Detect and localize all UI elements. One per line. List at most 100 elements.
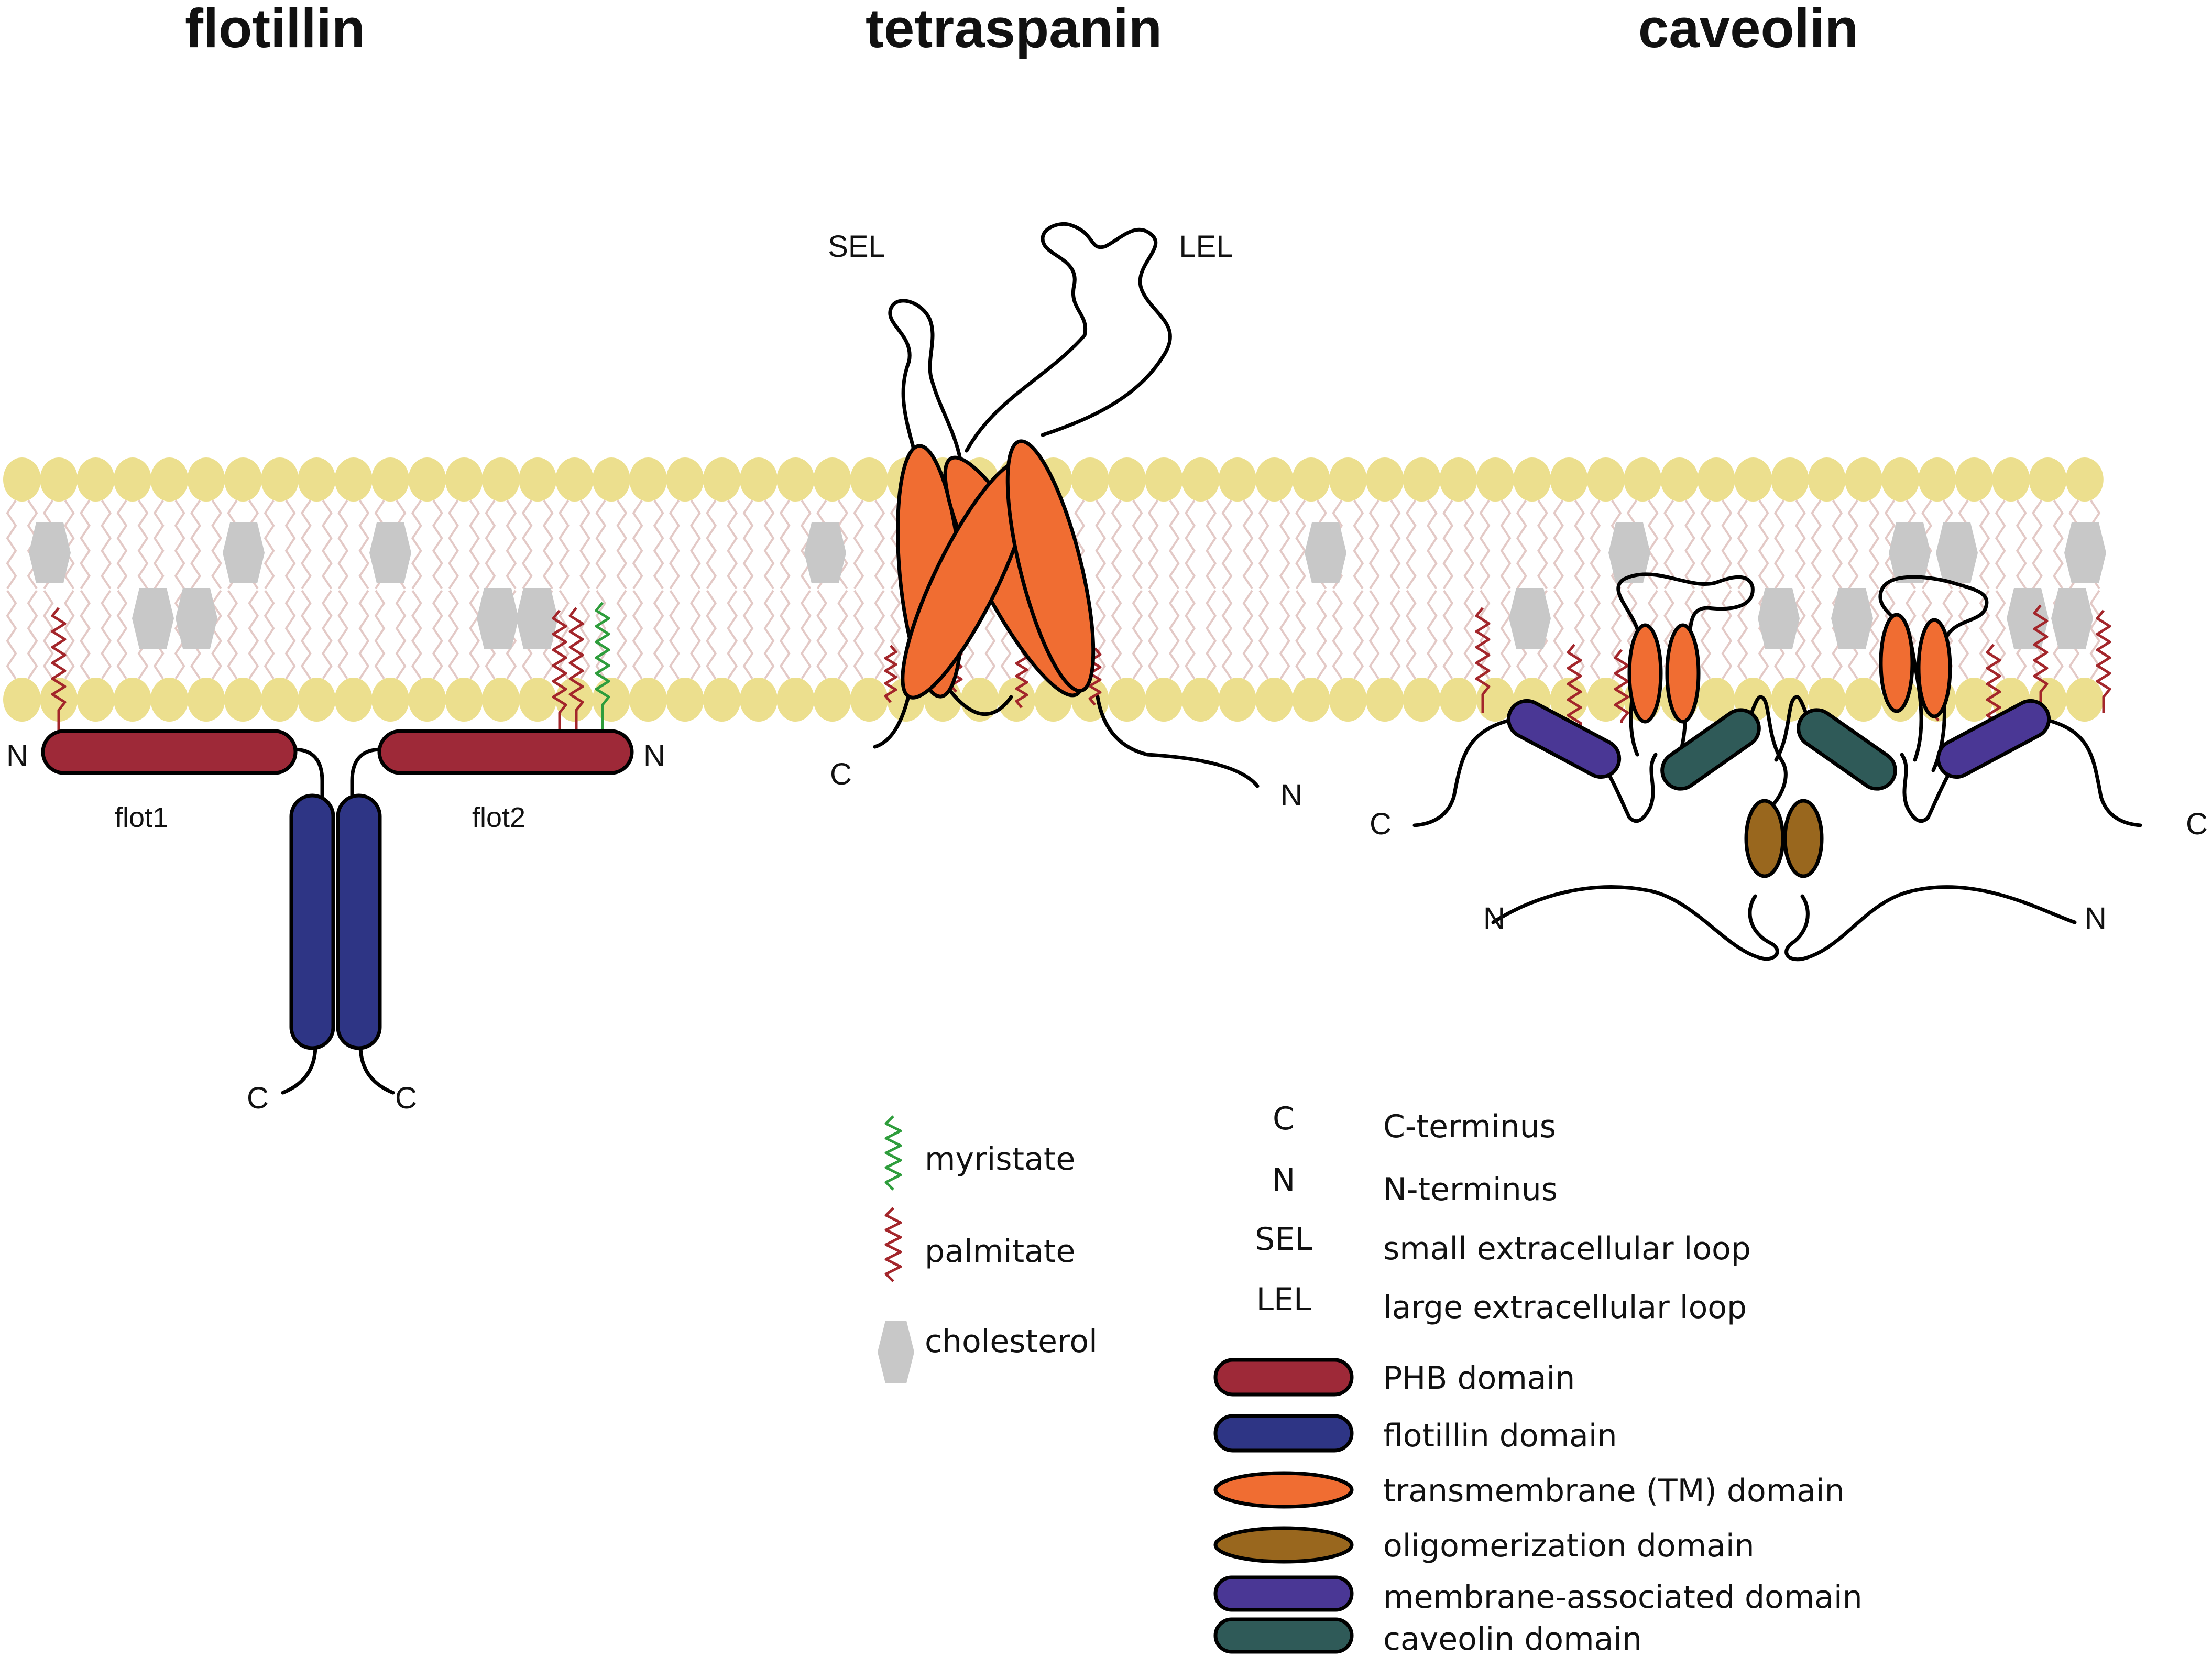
lipid-tail: [800, 499, 812, 590]
lipid-head: [1955, 457, 1993, 502]
legend-symbol-lel: LEL: [1256, 1281, 1311, 1318]
lipid-head: [445, 457, 483, 502]
lipid-tail: [816, 590, 828, 680]
lipid-head: [1624, 457, 1662, 502]
lipid-tail: [1295, 499, 1306, 590]
lipid-tail: [485, 499, 496, 590]
lipid-head: [40, 457, 78, 502]
lipid-tail: [653, 499, 664, 590]
lipid-tail: [1168, 590, 1180, 680]
lipid-tail: [1206, 590, 1217, 680]
oligomerization-domain-legend-label: oligomerization domain: [1383, 1528, 1755, 1564]
lipid-tail: [1553, 590, 1564, 680]
tm-domain-right-2: [1917, 618, 1952, 718]
lipid-head: [481, 678, 520, 722]
lipid-tail: [1574, 499, 1585, 590]
lipid-head: [740, 457, 778, 502]
lipid-tail: [1132, 590, 1143, 680]
lipid-head: [187, 678, 225, 722]
caveolin-domain-right: [1797, 708, 1897, 791]
palmitate-chain: [568, 607, 584, 731]
cholesterol-molecule: [2007, 588, 2049, 649]
lipid-tail: [1353, 590, 1364, 680]
lel-loop: [965, 222, 1172, 453]
c-tail-left: [1412, 716, 1521, 827]
lipid-head: [1845, 457, 1882, 502]
lipid-head: [76, 678, 115, 722]
lipid-head: [1218, 678, 1256, 722]
lipid-bilayer: [3, 457, 2106, 722]
lipid-head: [703, 457, 741, 502]
lipid-head: [76, 457, 115, 502]
lipid-tail: [669, 590, 680, 680]
lipid-tail: [42, 590, 54, 680]
lipid-tail: [1979, 499, 1990, 590]
cholesterol-molecule: [1936, 522, 1978, 583]
lipid-tail: [742, 499, 754, 590]
lipid-tail: [853, 499, 864, 590]
cholesterol-molecule: [1889, 522, 1931, 583]
lipid-tail: [1700, 499, 1712, 590]
lipid-head: [1881, 457, 1920, 502]
lipid-tail: [853, 590, 864, 680]
sel-loop: [888, 299, 965, 505]
lipid-tail: [1316, 590, 1327, 680]
connector-left: [1601, 753, 1658, 823]
lipid-head: [666, 678, 704, 722]
lipid-head: [998, 678, 1036, 722]
lipid-tail: [264, 499, 275, 590]
lipid-head: [592, 457, 630, 502]
lipid-tail: [1553, 499, 1564, 590]
lipid-tail: [1721, 499, 1733, 590]
lipid-tail: [80, 499, 91, 590]
lipid-head: [408, 457, 446, 502]
lipid-head: [481, 457, 520, 502]
lipid-tail: [579, 499, 590, 590]
lipid-head: [1255, 457, 1294, 502]
flot1-n-terminus-label: N: [6, 739, 28, 773]
lipid-tail: [1979, 590, 1990, 680]
oligomerization-domain-right: [1783, 799, 1824, 878]
lipid-head: [408, 678, 446, 722]
caveolin-diagram: C C N N: [1370, 572, 2208, 962]
lipid-head: [850, 457, 888, 502]
lipid-head: [1108, 678, 1146, 722]
lipid-tail: [689, 499, 701, 590]
lipid-tail: [101, 499, 112, 590]
lipid-tail: [742, 590, 754, 680]
cholesterol-molecule: [804, 522, 846, 583]
legend-label-sel: small extracellular loop: [1383, 1230, 1751, 1267]
lipid-head: [850, 678, 888, 722]
palmitate-legend-icon: [884, 1207, 902, 1282]
lipid-head: [592, 678, 630, 722]
lipid-tail: [1500, 499, 1512, 590]
lipid-head: [261, 678, 299, 722]
lipid-head: [187, 457, 225, 502]
lipid-head: [776, 457, 815, 502]
lipid-tail: [1463, 590, 1475, 680]
lipid-tail: [559, 499, 570, 590]
lipid-head: [813, 457, 851, 502]
lipid-tail: [874, 590, 885, 680]
lipid-tail: [1185, 590, 1196, 680]
n-tail: [1096, 695, 1260, 788]
lipid-head: [703, 678, 741, 722]
lipid-tail: [1147, 590, 1159, 680]
cholesterol-legend-icon: [878, 1321, 914, 1383]
lipid-tail: [448, 590, 459, 680]
lipid-tail: [1737, 499, 1748, 590]
lipid-head: [1771, 457, 1809, 502]
palmitate-chain: [2096, 609, 2111, 713]
lipid-tail: [1479, 499, 1491, 590]
lipid-head: [740, 678, 778, 722]
flot2-phb-domain: [377, 729, 634, 775]
palmitate-chain: [1015, 650, 1028, 709]
lipid-tail: [779, 590, 791, 680]
tetraspanin-diagram: SEL LEL C N: [828, 222, 1302, 812]
flotillin-domain-legend-swatch: [1213, 1414, 1354, 1453]
legend-abbreviations: C C-terminus N N-terminus SEL small extr…: [1255, 1101, 1751, 1326]
lipid-head: [1329, 678, 1367, 722]
lipid-tail: [1426, 499, 1438, 590]
lipid-head: [298, 678, 336, 722]
lipid-tail: [6, 590, 17, 680]
